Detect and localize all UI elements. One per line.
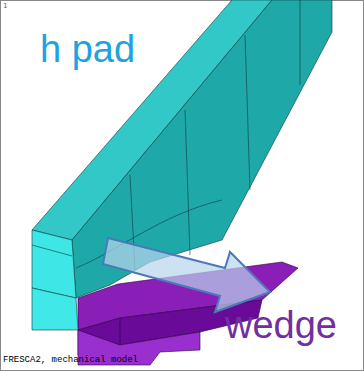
- window-number: 1: [3, 3, 7, 10]
- part-name: h pad: [40, 30, 135, 68]
- part-name: wedge: [225, 306, 337, 344]
- model-caption: FRESCA2, mechanical model: [3, 356, 138, 365]
